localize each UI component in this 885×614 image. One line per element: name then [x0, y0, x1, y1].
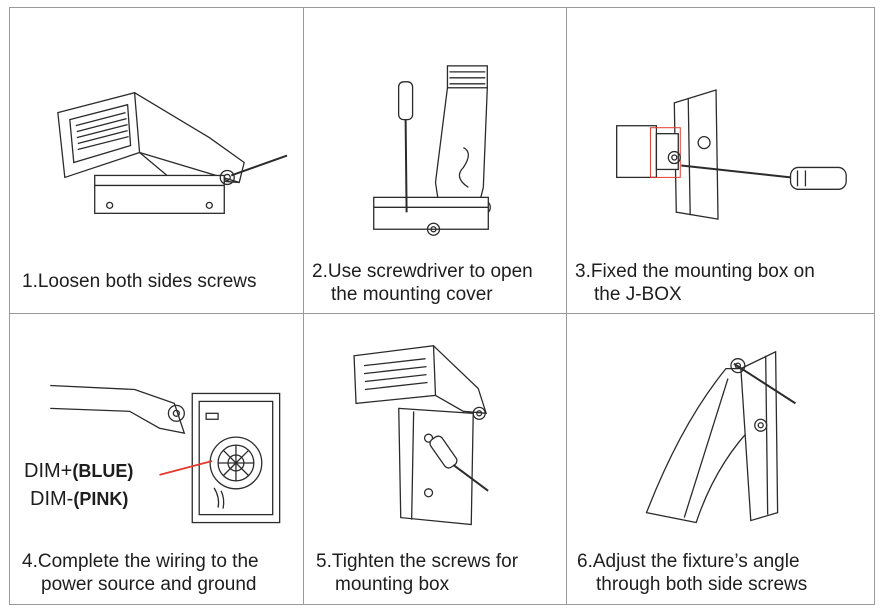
- step-4-number: 4.: [22, 551, 38, 572]
- step-3-number: 3.: [575, 261, 591, 282]
- step-6-text-line-2: through both side screws: [596, 574, 808, 595]
- step-1-caption: 1.Loosen both sides screws: [22, 270, 256, 293]
- step-4-panel: DIM+(BLUE) DIM-(PINK) 4.Complete the wir…: [10, 314, 304, 604]
- step-1-panel: 1.Loosen both sides screws: [10, 8, 304, 314]
- step-6-panel: 6.Adjust the fixture’s angle through bot…: [567, 314, 874, 604]
- step-4-text-line-1: Complete the wiring to the: [37, 551, 259, 572]
- step-3-panel: 3.Fixed the mounting box on the J-BOX: [567, 8, 874, 314]
- dim-plus-text: DIM+: [24, 460, 73, 482]
- dim-plus-label: DIM+(BLUE): [24, 460, 133, 483]
- step-3-caption: 3.Fixed the mounting box on the J-BOX: [575, 260, 815, 306]
- dim-minus-label: DIM-(PINK): [30, 488, 128, 511]
- step-1-number: 1.: [22, 271, 38, 292]
- step-2-number: 2.: [312, 261, 328, 282]
- step-5-illustration: [304, 314, 566, 604]
- step-2-text-line-2: the mounting cover: [331, 284, 493, 305]
- step-2-caption: 2.Use screwdriver to open the mounting c…: [312, 260, 533, 306]
- step-1-illustration: [10, 8, 303, 313]
- dim-minus-text: DIM-: [30, 488, 74, 510]
- step-5-text-line-1: Tighten the screws for: [331, 551, 519, 572]
- step-1-text: Loosen both sides screws: [37, 271, 257, 292]
- step-6-illustration: [567, 314, 874, 604]
- step-2-illustration: [304, 8, 566, 313]
- step-2-panel: 2.Use screwdriver to open the mounting c…: [304, 8, 567, 314]
- instruction-grid: 1.Loosen both sides screws: [9, 7, 875, 605]
- step-4-illustration: [10, 314, 303, 604]
- step-5-text-line-2: mounting box: [335, 574, 450, 595]
- step-5-caption: 5.Tighten the screws for mounting box: [316, 550, 518, 596]
- step-3-text-line-2: the J-BOX: [594, 284, 682, 305]
- step-5-panel: 5.Tighten the screws for mounting box: [304, 314, 567, 604]
- step-4-caption: 4.Complete the wiring to the power sourc…: [22, 550, 259, 596]
- dim-plus-color: (BLUE): [72, 461, 134, 481]
- step-6-number: 6.: [577, 551, 593, 572]
- step-3-illustration: [567, 8, 874, 313]
- step-6-text-line-1: Adjust the fixture’s angle: [592, 551, 800, 572]
- step-6-caption: 6.Adjust the fixture’s angle through bot…: [577, 550, 807, 596]
- dim-minus-color: (PINK): [73, 489, 129, 509]
- step-2-text-line-1: Use screwdriver to open: [327, 261, 533, 282]
- step-5-number: 5.: [316, 551, 332, 572]
- step-4-text-line-2: power source and ground: [41, 574, 257, 595]
- step-3-text-line-1: Fixed the mounting box on: [590, 261, 815, 282]
